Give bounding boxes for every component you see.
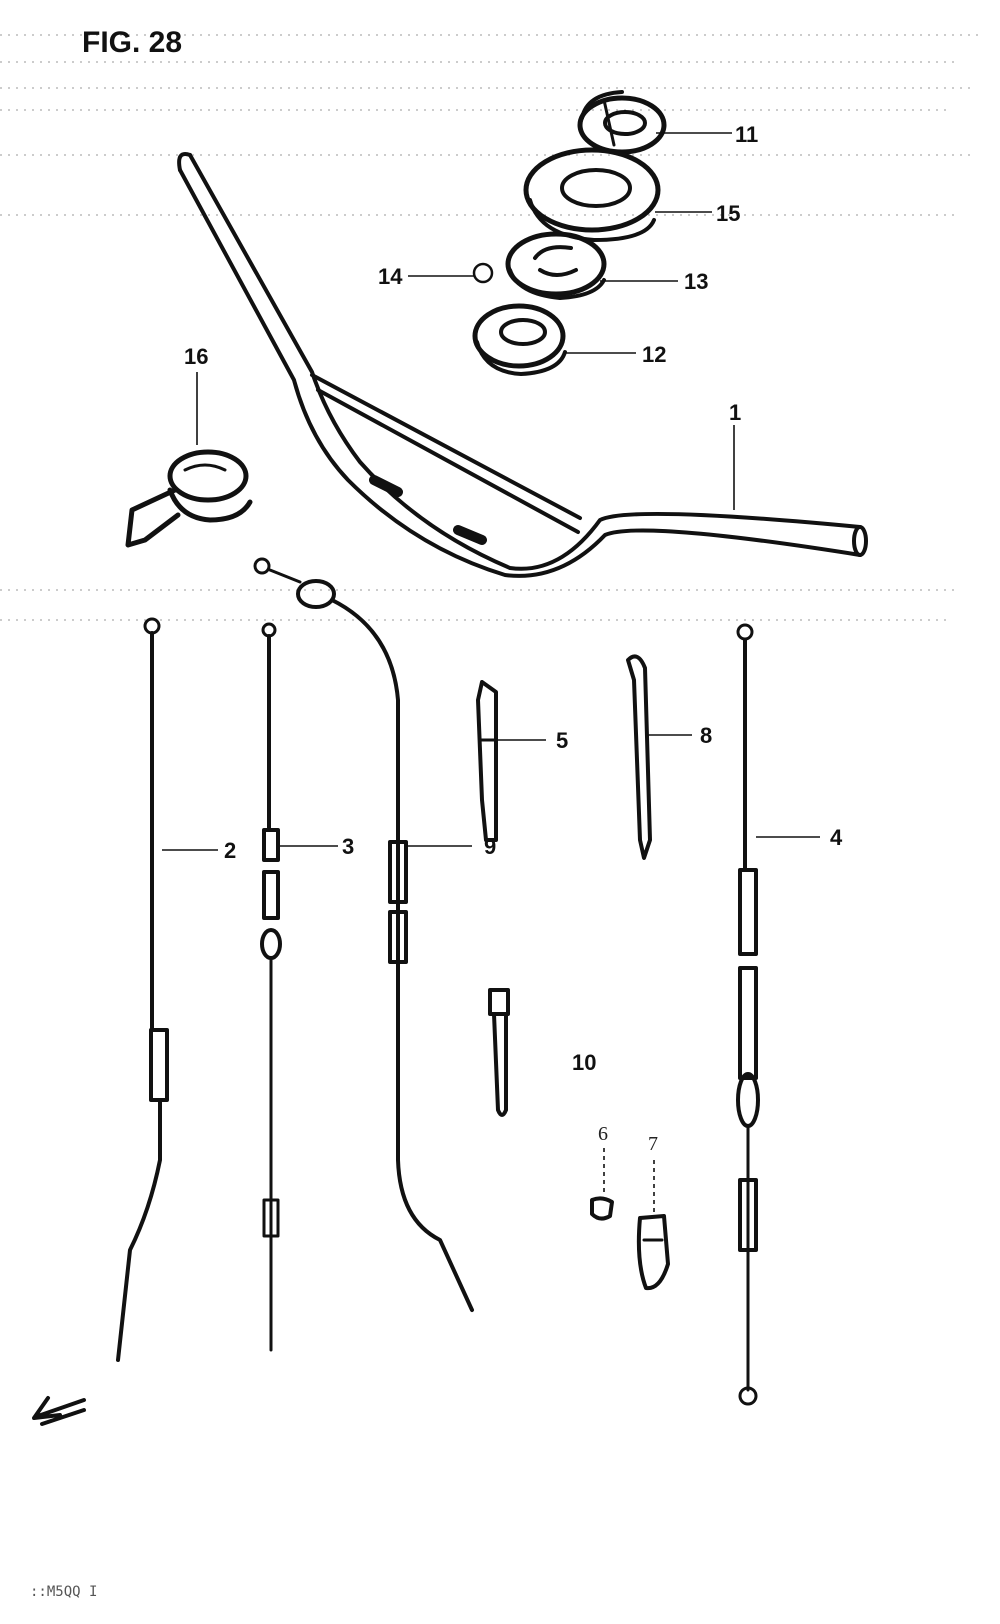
footer-code: ::M5QQ I bbox=[30, 1584, 97, 1600]
callout-7: 7 bbox=[648, 1133, 658, 1155]
part-7-clamp bbox=[636, 1214, 670, 1291]
part-5-fitting bbox=[476, 680, 498, 842]
callout-6: 6 bbox=[598, 1123, 608, 1145]
part-6-clip bbox=[590, 1196, 614, 1221]
callout-2: 2 bbox=[224, 838, 236, 863]
part-8-cable-tie bbox=[626, 654, 652, 860]
part-9-cable bbox=[253, 557, 474, 1312]
callout-10: 10 bbox=[572, 1050, 596, 1075]
part-3-cable bbox=[260, 622, 282, 1352]
part-12-bushing bbox=[472, 303, 567, 376]
callout-9: 9 bbox=[484, 834, 496, 859]
callout-1: 1 bbox=[729, 400, 741, 425]
part-15-rubber-cushion bbox=[523, 147, 661, 242]
callout-12: 12 bbox=[642, 342, 666, 367]
callout-16: 16 bbox=[184, 344, 208, 369]
figure-title: FIG. 28 bbox=[82, 26, 182, 59]
part-13-washer bbox=[505, 231, 607, 300]
front-direction-arrow-icon bbox=[32, 1396, 86, 1426]
callout-3: 3 bbox=[342, 834, 354, 859]
leader-lines bbox=[162, 132, 820, 1214]
callout-4: 4 bbox=[830, 825, 843, 850]
scan-noise bbox=[0, 34, 980, 621]
part-16-throttle bbox=[125, 449, 253, 548]
part-1-handlebar bbox=[177, 152, 868, 578]
part-14-ball bbox=[472, 262, 494, 284]
callout-5: 5 bbox=[556, 728, 568, 753]
part-4-cable bbox=[736, 623, 760, 1406]
callout-14: 14 bbox=[378, 264, 403, 289]
callout-11: 11 bbox=[735, 122, 758, 147]
part-10-band bbox=[488, 988, 510, 1117]
part-2-cable bbox=[116, 617, 169, 1362]
callout-15: 15 bbox=[716, 201, 740, 226]
callout-13: 13 bbox=[684, 269, 708, 294]
part-11-nut bbox=[577, 90, 667, 155]
callout-8: 8 bbox=[700, 723, 712, 748]
